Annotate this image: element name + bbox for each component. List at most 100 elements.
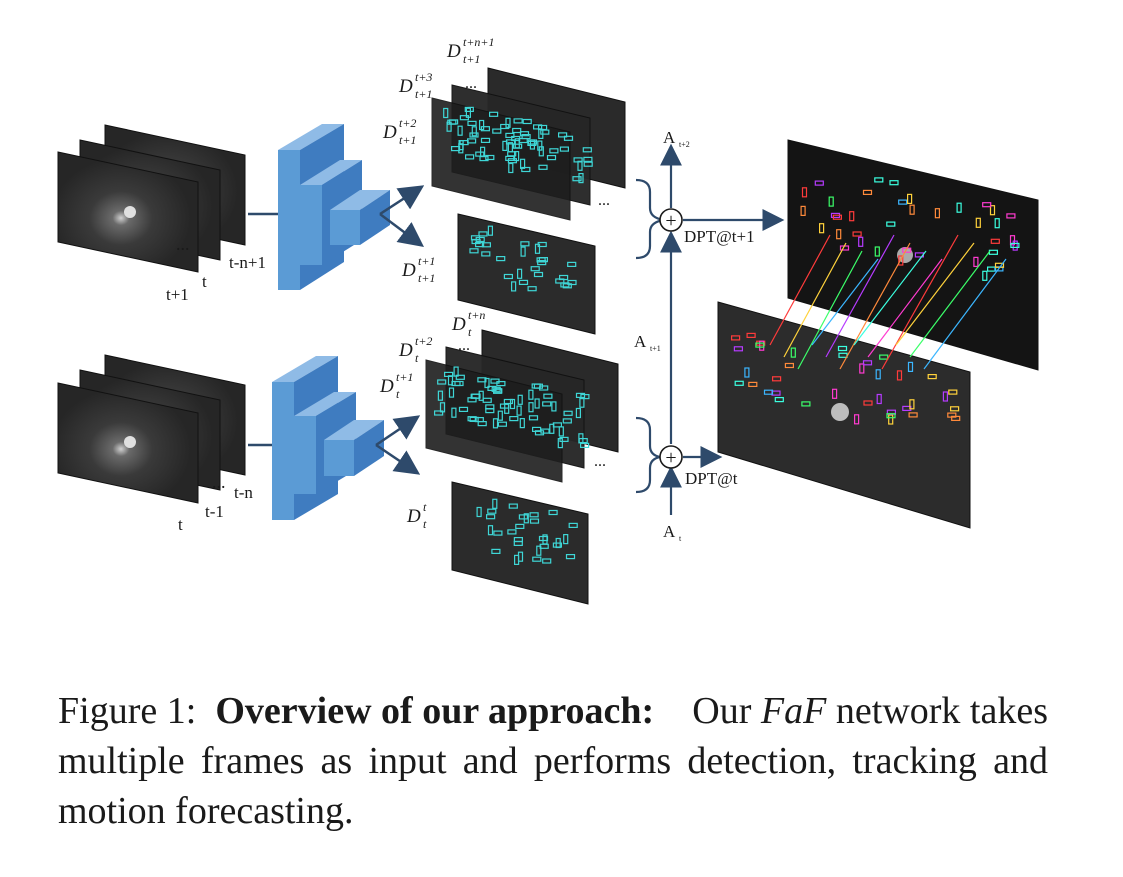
detection-box <box>583 156 593 162</box>
detection-box <box>492 498 498 509</box>
detection-box <box>956 202 962 213</box>
detection-box <box>475 236 485 243</box>
input-label-top-0: t+1 <box>166 285 189 304</box>
caption-bold: Overview of our approach: <box>215 690 655 732</box>
detection-box <box>537 140 543 151</box>
detection-box <box>519 158 526 169</box>
detection-box <box>505 117 511 128</box>
detection-box <box>512 127 522 134</box>
detection-box <box>994 218 1000 229</box>
detection-box <box>748 381 758 387</box>
detection-box <box>927 374 937 380</box>
detection-box <box>520 246 526 257</box>
detection-box <box>907 361 914 372</box>
detection-box <box>507 529 517 535</box>
detection-box <box>487 508 497 514</box>
svg-text:D: D <box>379 376 394 397</box>
detection-box <box>990 238 1000 244</box>
detection-box <box>563 410 573 416</box>
svg-text:t+3: t+3 <box>415 70 432 84</box>
detection-box <box>514 138 520 149</box>
detection-box <box>459 140 469 146</box>
output-frame-bottom <box>717 301 971 529</box>
detection-box <box>454 380 464 387</box>
svg-text:t: t <box>396 387 400 401</box>
detection-box <box>562 283 572 289</box>
detection-box <box>503 398 513 405</box>
detection-box <box>814 180 824 186</box>
detection-box <box>443 107 449 119</box>
detection-box <box>480 137 491 143</box>
association-lines <box>769 234 1007 370</box>
detection-box <box>519 131 530 137</box>
association-line <box>867 258 943 358</box>
detection-box <box>557 132 568 138</box>
detection-box <box>447 119 457 125</box>
input-label-bottom-1: t-1 <box>205 502 224 521</box>
detection-box <box>481 251 491 257</box>
output-bottom-boxes <box>730 332 961 425</box>
detection-box <box>774 397 784 403</box>
association-line <box>881 234 959 370</box>
detection-box <box>455 374 465 380</box>
detection-box <box>790 347 796 358</box>
svg-text:D: D <box>446 41 461 62</box>
detection-box <box>459 115 469 121</box>
detection-box <box>562 418 572 424</box>
detection-box <box>467 120 477 127</box>
detection-box <box>504 403 510 414</box>
detection-box <box>491 548 501 555</box>
detection-box <box>567 261 577 267</box>
det-label-bottom-0: D t+n t <box>451 308 485 339</box>
detection-box <box>784 362 795 369</box>
svg-text:t: t <box>679 534 682 543</box>
detection-box <box>908 412 918 418</box>
detection-box <box>552 542 563 548</box>
detection-box <box>478 231 488 237</box>
detection-box <box>906 193 913 204</box>
detection-box <box>536 545 542 556</box>
detection-box <box>763 389 774 395</box>
input-label-bottom-2: t-n <box>234 483 253 502</box>
detection-box <box>484 377 490 389</box>
svg-text:t: t <box>423 500 427 514</box>
svg-text:t: t <box>423 517 427 531</box>
detection-box <box>982 270 988 281</box>
detection-box <box>502 140 508 151</box>
detection-box <box>492 128 502 134</box>
detection-box <box>542 534 548 545</box>
caption-prefix: Figure 1: <box>58 690 197 732</box>
detection-box <box>898 199 908 205</box>
detection-box <box>975 217 981 228</box>
detection-box <box>771 376 782 382</box>
detection-box <box>457 125 463 136</box>
detection-box <box>889 180 899 186</box>
association-line <box>839 242 911 370</box>
detection-box <box>832 214 843 220</box>
boxes-top-single <box>469 225 577 292</box>
detection-box <box>746 332 756 338</box>
detection-box <box>505 132 515 138</box>
detection-box <box>734 380 744 386</box>
detection-box <box>876 393 882 405</box>
detection-box <box>948 389 958 395</box>
detection-box <box>519 418 525 429</box>
dpt-label-top: DPT@t+1 <box>684 227 755 246</box>
ellipsis-top-input: ... <box>176 234 190 254</box>
detection-box <box>527 140 537 146</box>
detection-box <box>1006 213 1016 219</box>
output-top-boxes <box>800 177 1020 281</box>
association-line <box>811 258 879 346</box>
ellipsis-top-det-a: ... <box>465 75 477 92</box>
detection-box <box>492 418 499 429</box>
svg-text:+: + <box>665 447 676 469</box>
detection-box <box>543 393 553 399</box>
detection-box <box>862 360 873 366</box>
ellipsis-bottom-input: ... <box>212 472 226 492</box>
svg-text:A: A <box>663 522 676 541</box>
detection-box <box>513 118 523 124</box>
brace-bottom <box>635 416 661 494</box>
detection-box <box>898 255 904 266</box>
det-label-bottom-3: D t t <box>406 500 427 531</box>
plus-node-bottom: + <box>659 445 683 469</box>
